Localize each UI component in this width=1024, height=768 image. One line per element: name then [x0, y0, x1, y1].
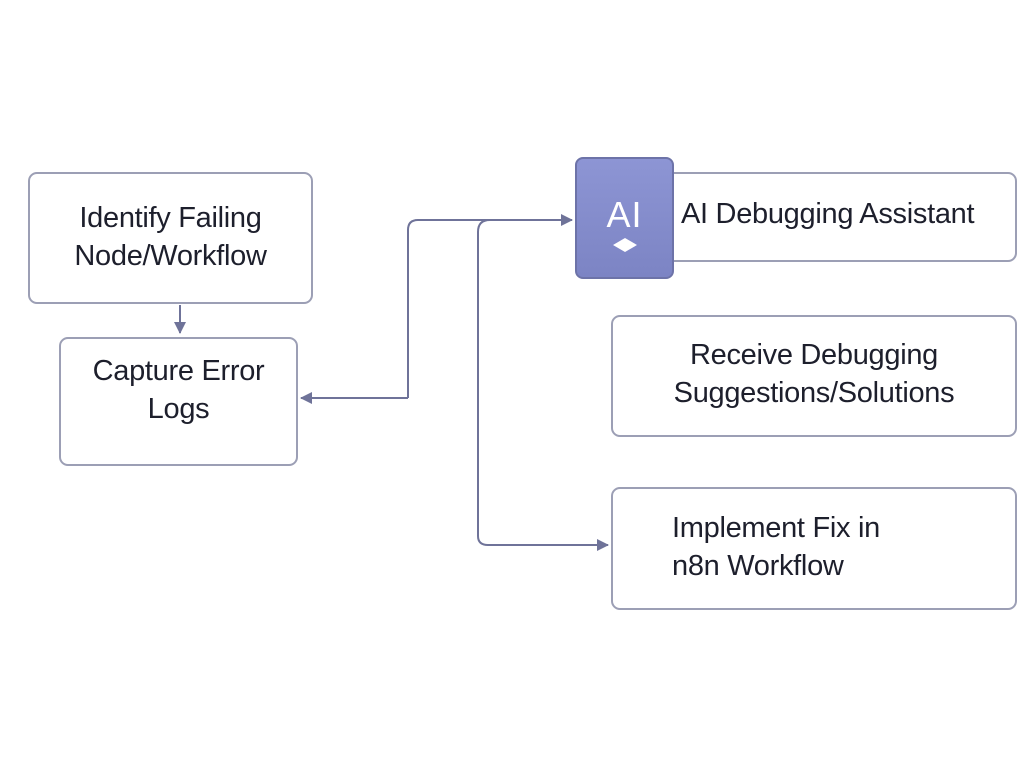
- node-identify-failing-label: Identify Failing Node/Workflow: [28, 199, 313, 275]
- node-identify-failing: [28, 172, 313, 304]
- node-capture-error-logs-line2: Logs: [147, 393, 210, 425]
- diamond-icon: [613, 238, 637, 252]
- node-identify-failing-line2: Node/Workflow: [74, 240, 267, 272]
- ai-badge-text: AI: [606, 194, 643, 235]
- node-identify-failing-line1: Identify Failing: [79, 202, 262, 234]
- node-receive-suggestions-line1: Receive Debugging: [689, 339, 938, 371]
- connector-capture-to-assistant: [407, 214, 573, 398]
- node-ai-debugging-assistant-label: AI Debugging Assistant: [681, 198, 975, 230]
- connector-assistant-to-implement: [477, 219, 609, 551]
- ai-badge: AI: [575, 157, 674, 279]
- node-capture-error-logs-line1: Capture Error: [92, 355, 265, 387]
- node-implement-fix: [611, 487, 1017, 610]
- node-ai-debugging-assistant: [660, 172, 1017, 262]
- node-receive-suggestions: [611, 315, 1017, 437]
- node-capture-error-logs: [59, 337, 298, 466]
- node-receive-suggestions-label: Receive Debugging Suggestions/Solutions: [611, 336, 1017, 412]
- node-capture-error-logs-label: Capture Error Logs: [59, 352, 298, 428]
- node-implement-fix-line2: n8n Workflow: [672, 550, 844, 582]
- node-implement-fix-label: Implement Fix in n8n Workflow: [672, 509, 880, 585]
- node-implement-fix-line1: Implement Fix in: [672, 512, 880, 544]
- node-receive-suggestions-line2: Suggestions/Solutions: [673, 377, 955, 409]
